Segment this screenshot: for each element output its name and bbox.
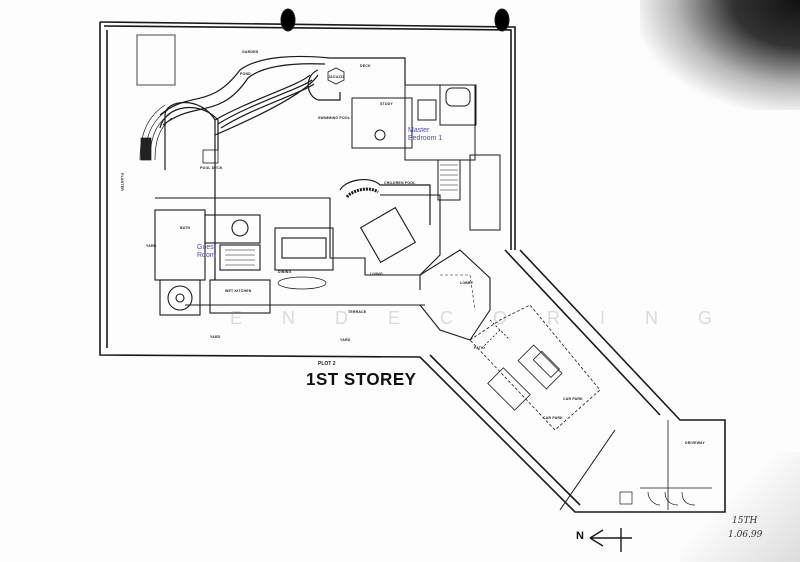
room-label-guest-room: Guest Room <box>197 244 216 259</box>
room-label-pond: POND <box>240 72 251 76</box>
handwritten-date: 1.06.99 <box>728 530 763 540</box>
tree-icon <box>280 8 296 32</box>
room-label-yard: YARD <box>210 335 221 339</box>
plot-label: PLOT 2 <box>318 361 336 367</box>
room-label-study: STUDY <box>380 102 393 106</box>
car-park <box>469 304 601 431</box>
room-label-patio: PATIO <box>474 346 486 350</box>
garden-shed <box>136 34 176 86</box>
room-label-wet-kitchen: WET KITCHEN <box>225 289 252 293</box>
curved-steps <box>139 104 173 161</box>
site-boundary <box>99 21 726 513</box>
room-label-children-pool: CHILDREN POOL <box>384 181 416 185</box>
driveway-gate <box>619 487 712 506</box>
plan-title: 1ST STOREY <box>306 369 417 390</box>
room-label-car-park: CAR PARK <box>543 416 563 420</box>
north-arrow-icon <box>589 528 632 552</box>
main-house <box>154 194 491 341</box>
room-label-yard-left: YARD <box>146 244 157 248</box>
handwritten-date-day: 15TH <box>732 516 758 526</box>
swimming-pool <box>164 67 345 280</box>
room-label-car-park: CAR PARK <box>563 397 583 401</box>
scan-shadow <box>640 0 800 110</box>
room-label-living: LIVING <box>370 272 383 276</box>
room-label-swimming-pool: SWIMMING POOL <box>318 116 351 120</box>
room-label-terrace: TERRACE <box>348 310 367 314</box>
room-label-planter: PLANTER <box>119 173 124 191</box>
pond <box>159 55 406 150</box>
master-wing <box>351 84 501 231</box>
children-pool <box>339 178 431 225</box>
watermark: ENDECORING <box>230 308 753 328</box>
room-label-driveway: DRIVEWAY <box>685 441 705 445</box>
north-label: N <box>576 530 584 542</box>
room-label-lobby: LOBBY <box>460 281 474 285</box>
room-label-master-bedroom: Master Bedroom 1 <box>408 127 443 142</box>
room-label-yard-2: YARD <box>340 338 351 342</box>
scan-shadow <box>680 452 800 562</box>
room-label-bath: BATH <box>180 226 191 230</box>
room-label-dining: DINING <box>278 270 292 274</box>
room-label-deck: DECK <box>360 64 371 68</box>
room-label-jacuzzi: JACUZZI <box>328 75 345 79</box>
room-label-garden: GARDEN <box>242 50 259 54</box>
tree-icon <box>494 8 510 32</box>
room-label-pool-deck: POOL DECK <box>200 166 223 170</box>
